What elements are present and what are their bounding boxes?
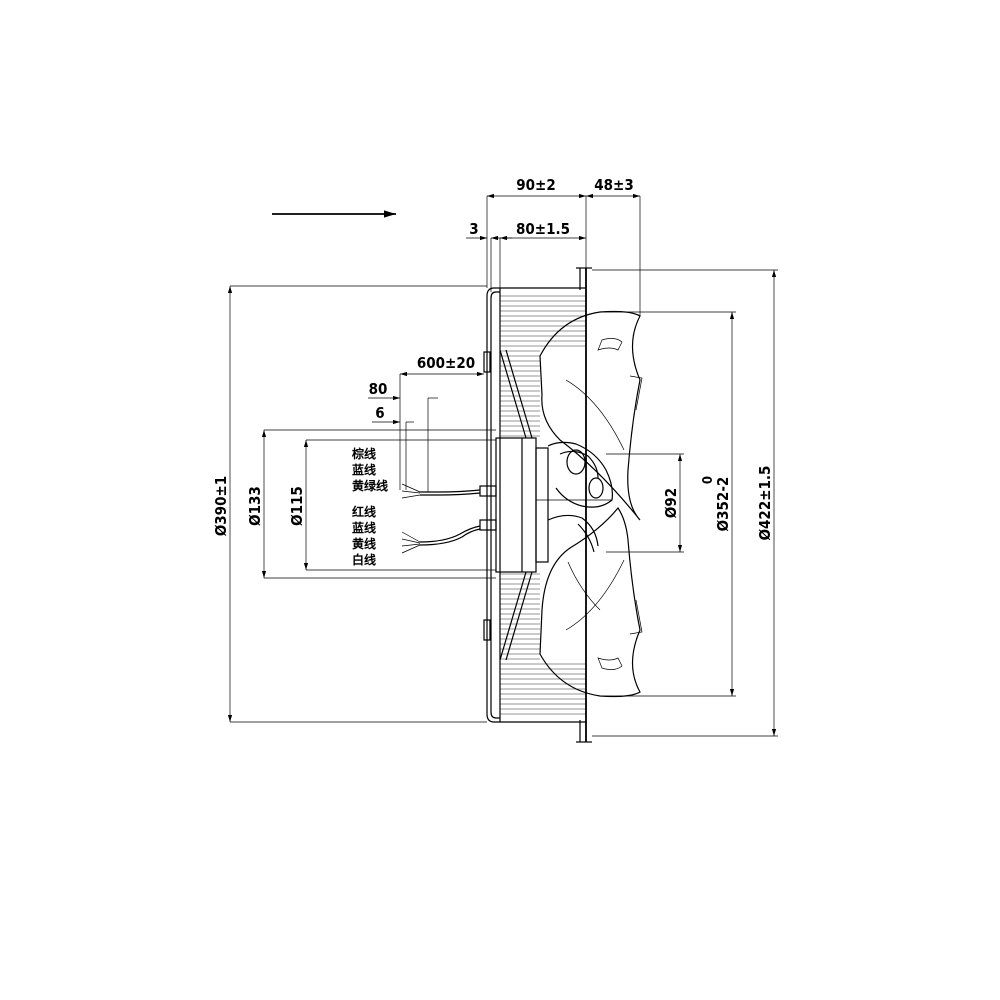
dim-label-cable-length: 600±20 — [417, 354, 475, 372]
dim-label-motor-diameter: Ø133 — [246, 486, 264, 526]
wire-label-red: 红线 — [352, 504, 376, 519]
dim-label-overall-depth: 90±2 — [516, 176, 555, 194]
dim-label-impeller-tolerance: 0 — [701, 476, 716, 484]
dim-label-hub-diameter: Ø92 — [662, 488, 680, 518]
dim-overall-depth: 90±2 — [486, 176, 587, 288]
dim-body-depth: 80±1.5 — [499, 220, 586, 288]
dim-label-impeller-diameter: Ø352-2 — [714, 477, 732, 532]
dim-mount-diameter: Ø115 — [288, 439, 496, 571]
dim-outer-diameter: Ø422±1.5 — [592, 269, 778, 737]
wire-label-yellow: 黄线 — [352, 536, 376, 551]
dim-label-tin-length: 6 — [375, 404, 384, 422]
wire-labels-top: 棕线 蓝线 黄绿线 — [351, 446, 388, 493]
guard-frame — [483, 267, 592, 743]
dim-label-guard-offset: 3 — [469, 220, 478, 238]
struts — [499, 349, 533, 661]
dim-guard-offset: 3 — [466, 220, 512, 292]
dim-label-mount-diameter: Ø115 — [288, 486, 306, 526]
wire-labels-bottom: 红线 蓝线 黄线 白线 — [352, 504, 376, 567]
wire-label-blue-2: 蓝线 — [352, 520, 376, 535]
dim-label-strip-length: 80 — [369, 380, 388, 398]
dim-fan-diameter: Ø390±1 — [212, 285, 487, 723]
dim-strip-length: 80 — [368, 380, 438, 492]
impeller-blades — [536, 310, 643, 698]
dim-tin-length: 6 — [372, 404, 414, 490]
dim-label-body-depth: 80±1.5 — [516, 220, 570, 238]
dim-label-outer-diameter: Ø422±1.5 — [756, 466, 774, 541]
dim-cable-length: 600±20 — [399, 354, 484, 490]
wire-label-yellow-green: 黄绿线 — [352, 478, 388, 493]
dim-hub-diameter: Ø92 — [606, 453, 684, 553]
wire-label-white: 白线 — [352, 552, 376, 567]
dim-label-blade-protrusion: 48±3 — [594, 176, 633, 194]
wire-label-brown: 棕线 — [351, 446, 376, 461]
dim-motor-diameter: Ø133 — [246, 429, 496, 579]
wire-leads — [401, 483, 481, 554]
wire-label-blue: 蓝线 — [352, 462, 376, 477]
guard-rods — [500, 295, 586, 715]
motor-body — [479, 437, 549, 573]
dim-blade-protrusion: 48±3 — [586, 176, 641, 316]
dim-impeller-diameter: Ø352-2 0 — [600, 311, 736, 697]
dim-label-fan-diameter: Ø390±1 — [212, 476, 230, 536]
